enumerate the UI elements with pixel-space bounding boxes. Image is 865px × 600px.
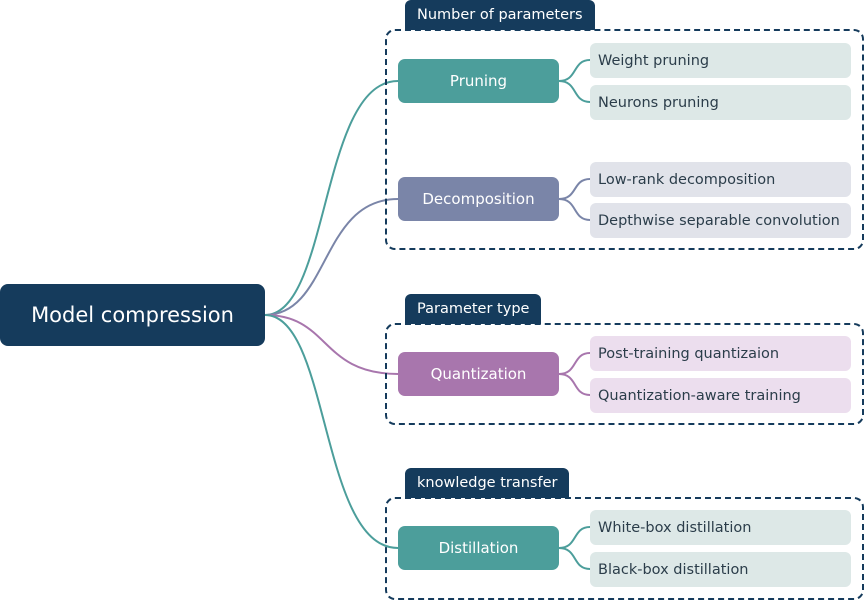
group-box-parameter-type xyxy=(385,323,864,425)
connector-root-distillation xyxy=(264,314,399,549)
method-label: Pruning xyxy=(449,72,508,90)
method-label: Distillation xyxy=(438,539,519,557)
leaf-quantization-aware-training: Quantization-aware training xyxy=(590,378,851,413)
group-title-number-of-parameters: Number of parameters xyxy=(405,0,595,30)
group-title-parameter-type: Parameter type xyxy=(405,294,542,324)
group-box-knowledge-transfer xyxy=(385,497,864,600)
method-node-quantization: Quantization xyxy=(398,352,559,396)
leaf-weight-pruning: Weight pruning xyxy=(590,43,851,78)
method-node-pruning: Pruning xyxy=(398,59,559,103)
connector-root-pruning xyxy=(264,80,399,316)
method-node-decomposition: Decomposition xyxy=(398,177,559,221)
connector-root-decomposition xyxy=(264,198,399,316)
connector-quantization-leaf-2 xyxy=(558,373,591,396)
connector-distillation-leaf-2 xyxy=(558,547,591,570)
leaf-white-box-distillation: White-box distillation xyxy=(590,510,851,545)
root-label: Model compression xyxy=(31,303,234,327)
group-title-knowledge-transfer: knowledge transfer xyxy=(405,468,570,498)
method-label: Quantization xyxy=(430,365,527,383)
method-node-distillation: Distillation xyxy=(398,526,559,570)
leaf-neurons-pruning: Neurons pruning xyxy=(590,85,851,120)
root-node: Model compression xyxy=(0,284,265,346)
group-box-number-of-parameters xyxy=(385,29,864,250)
leaf-black-box-distillation: Black-box distillation xyxy=(590,552,851,587)
method-label: Decomposition xyxy=(422,190,535,208)
connector-root-quantization xyxy=(264,314,399,375)
connector-decomposition-leaf-2 xyxy=(558,198,591,221)
connector-pruning-leaf-2 xyxy=(558,80,591,103)
leaf-depthwise-separable-convolution: Depthwise separable convolution xyxy=(590,203,851,238)
leaf-low-rank-decomposition: Low-rank decomposition xyxy=(590,162,851,197)
leaf-post-training-quantization: Post-training quantizaion xyxy=(590,336,851,371)
